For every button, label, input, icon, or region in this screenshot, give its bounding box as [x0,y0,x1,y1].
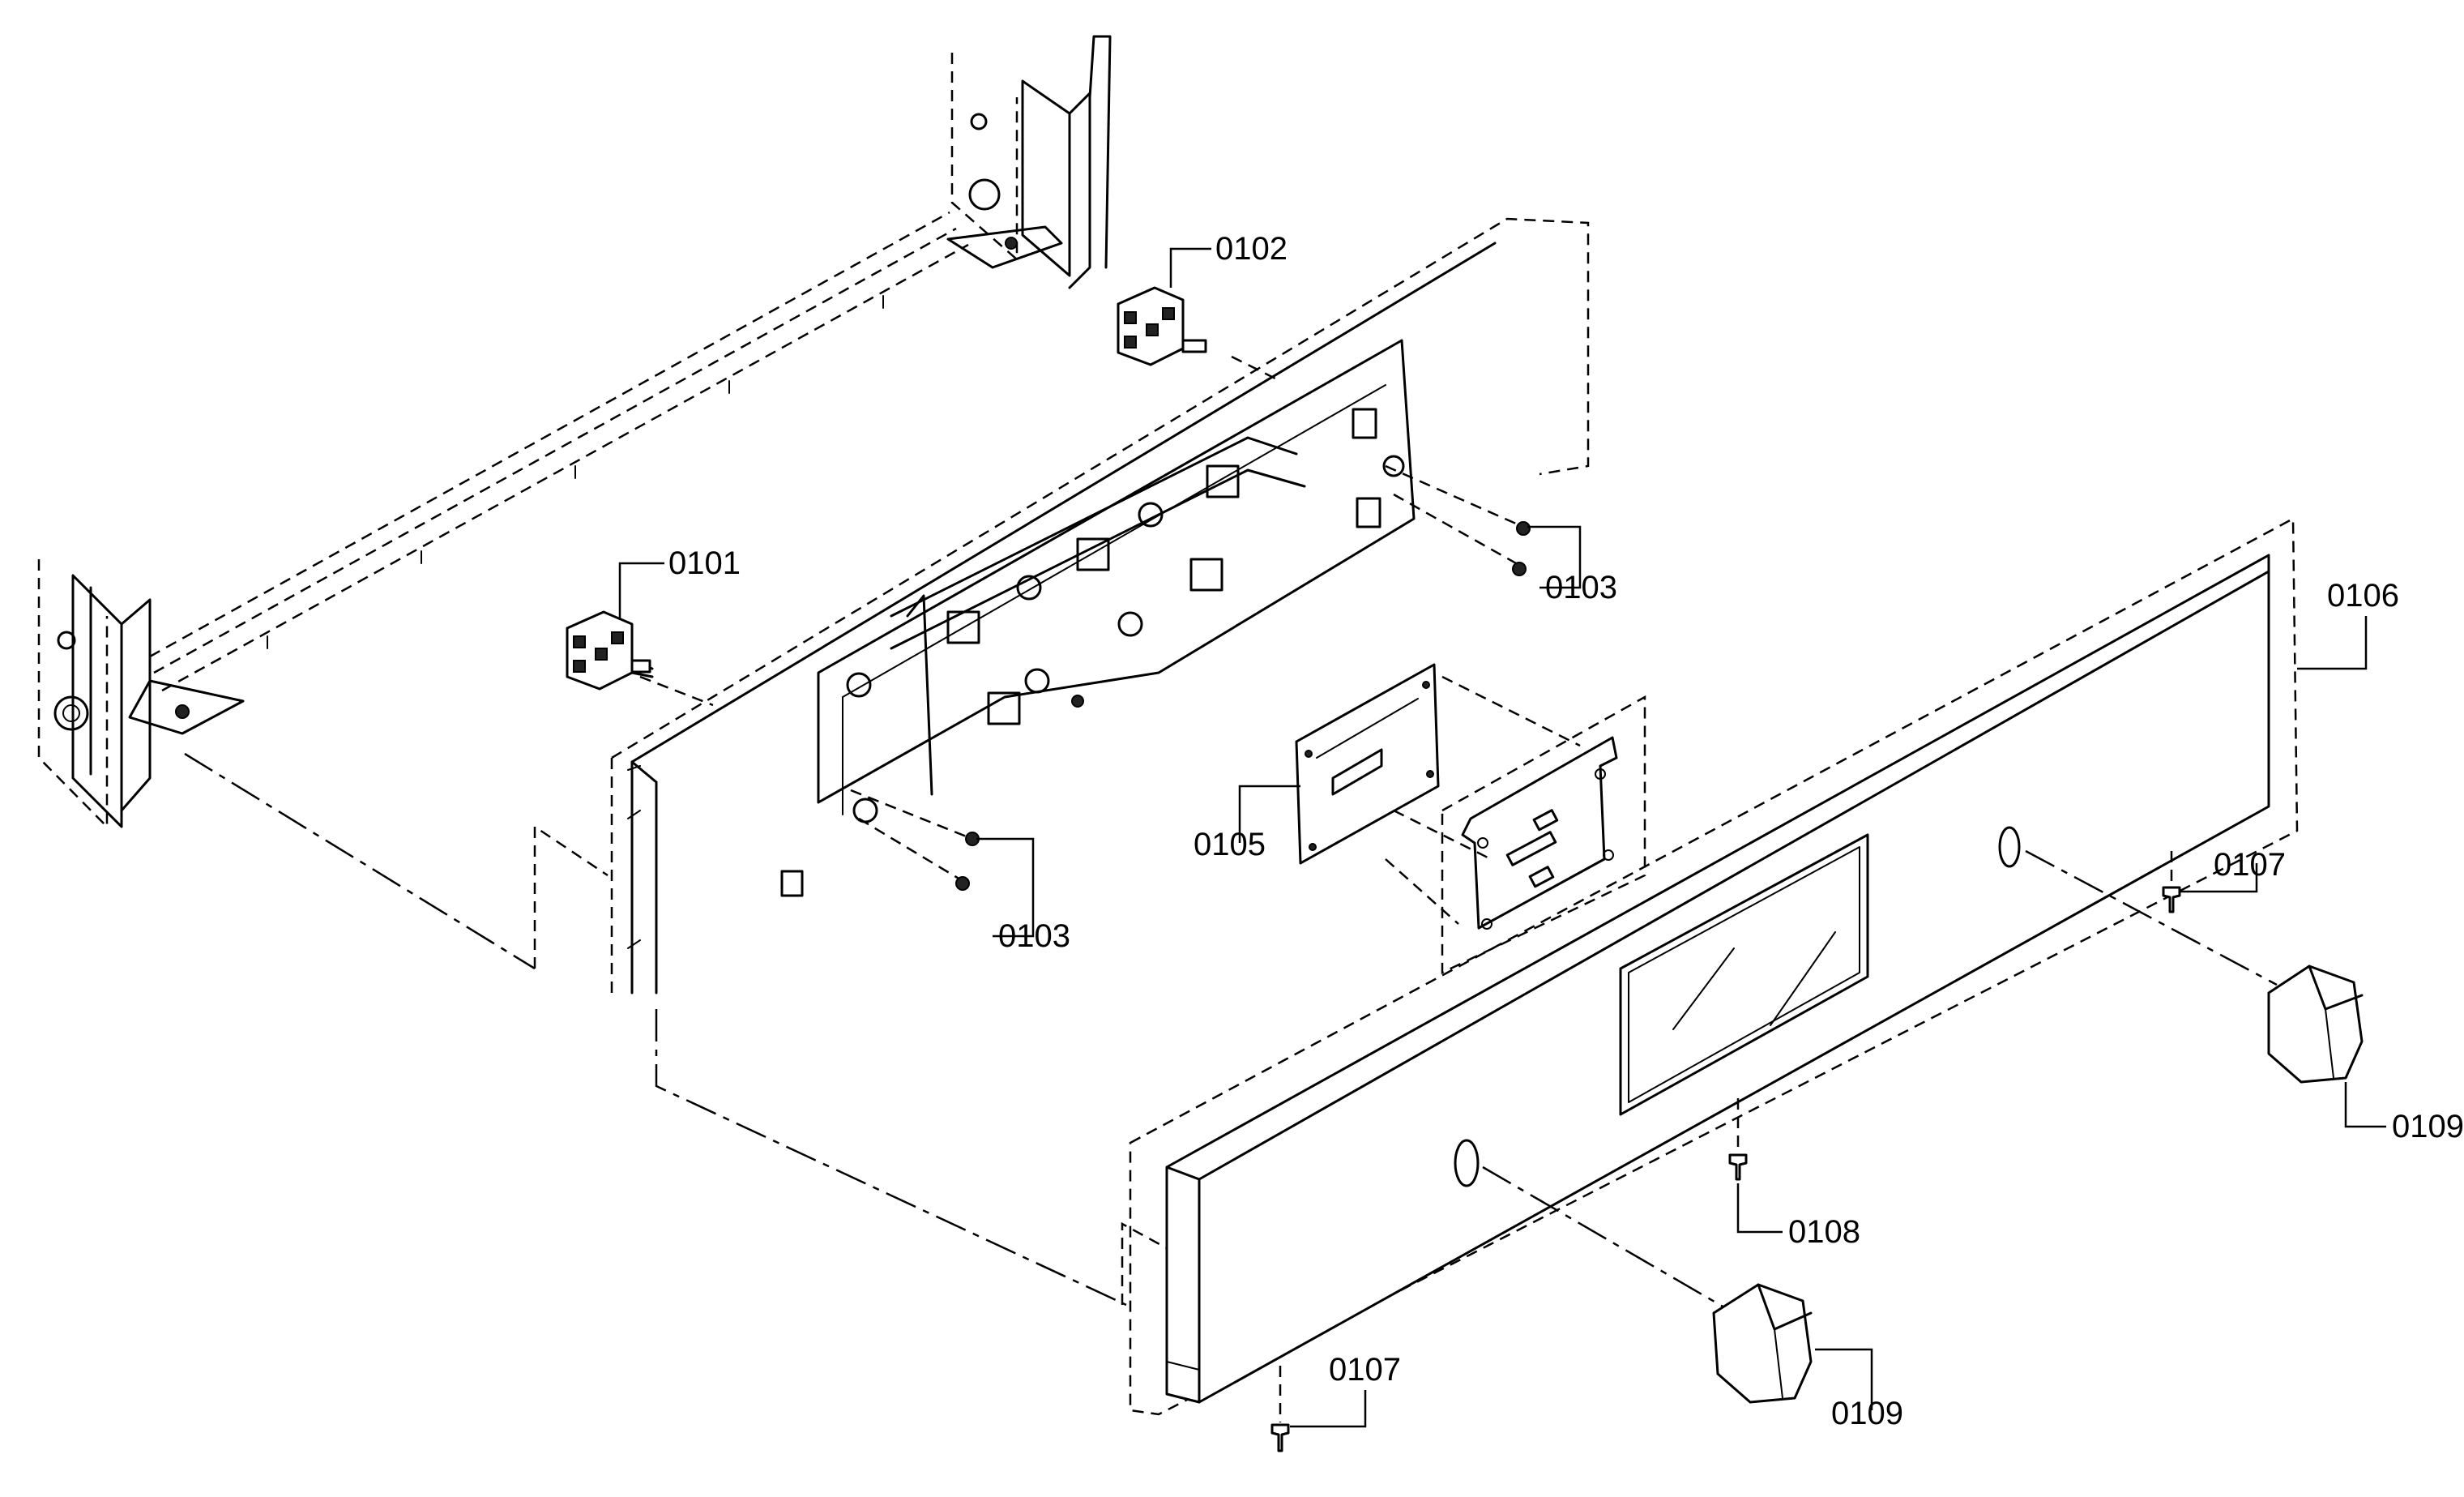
assembly-outline [184,752,1168,1307]
label-0107-left: 0107 [1329,1352,1401,1388]
knobs-0109 [1482,849,2364,1404]
label-0105: 0105 [1194,827,1266,862]
leader-lines [618,247,2386,1428]
screws-0103 [850,464,1531,891]
rear-side-bracket [946,35,1112,289]
control-panel-frame [610,217,1590,997]
label-0103-upper: 0103 [1545,570,1617,605]
rear-rail [149,211,969,692]
callout-labels: 0101 0102 0103 0103 0105 0106 0107 0107 … [668,231,2464,1431]
pcb-bracket [1441,695,1646,974]
label-0107-right: 0107 [2214,847,2286,883]
label-0101: 0101 [668,545,741,581]
label-0106: 0106 [2327,578,2399,614]
label-0109-right: 0109 [2392,1109,2464,1144]
pcb-0105 [1295,663,1581,925]
switch-0102 [1117,286,1281,383]
front-panel-0106 [1129,516,2299,1416]
switch-0101 [566,610,714,707]
screws-0107-0108 [1270,851,2181,1452]
label-0109-center: 0109 [1831,1396,1903,1431]
label-0102: 0102 [1215,231,1288,267]
label-0103-lower: 0103 [998,918,1070,954]
left-side-bracket [37,559,245,830]
label-0108: 0108 [1788,1214,1860,1250]
